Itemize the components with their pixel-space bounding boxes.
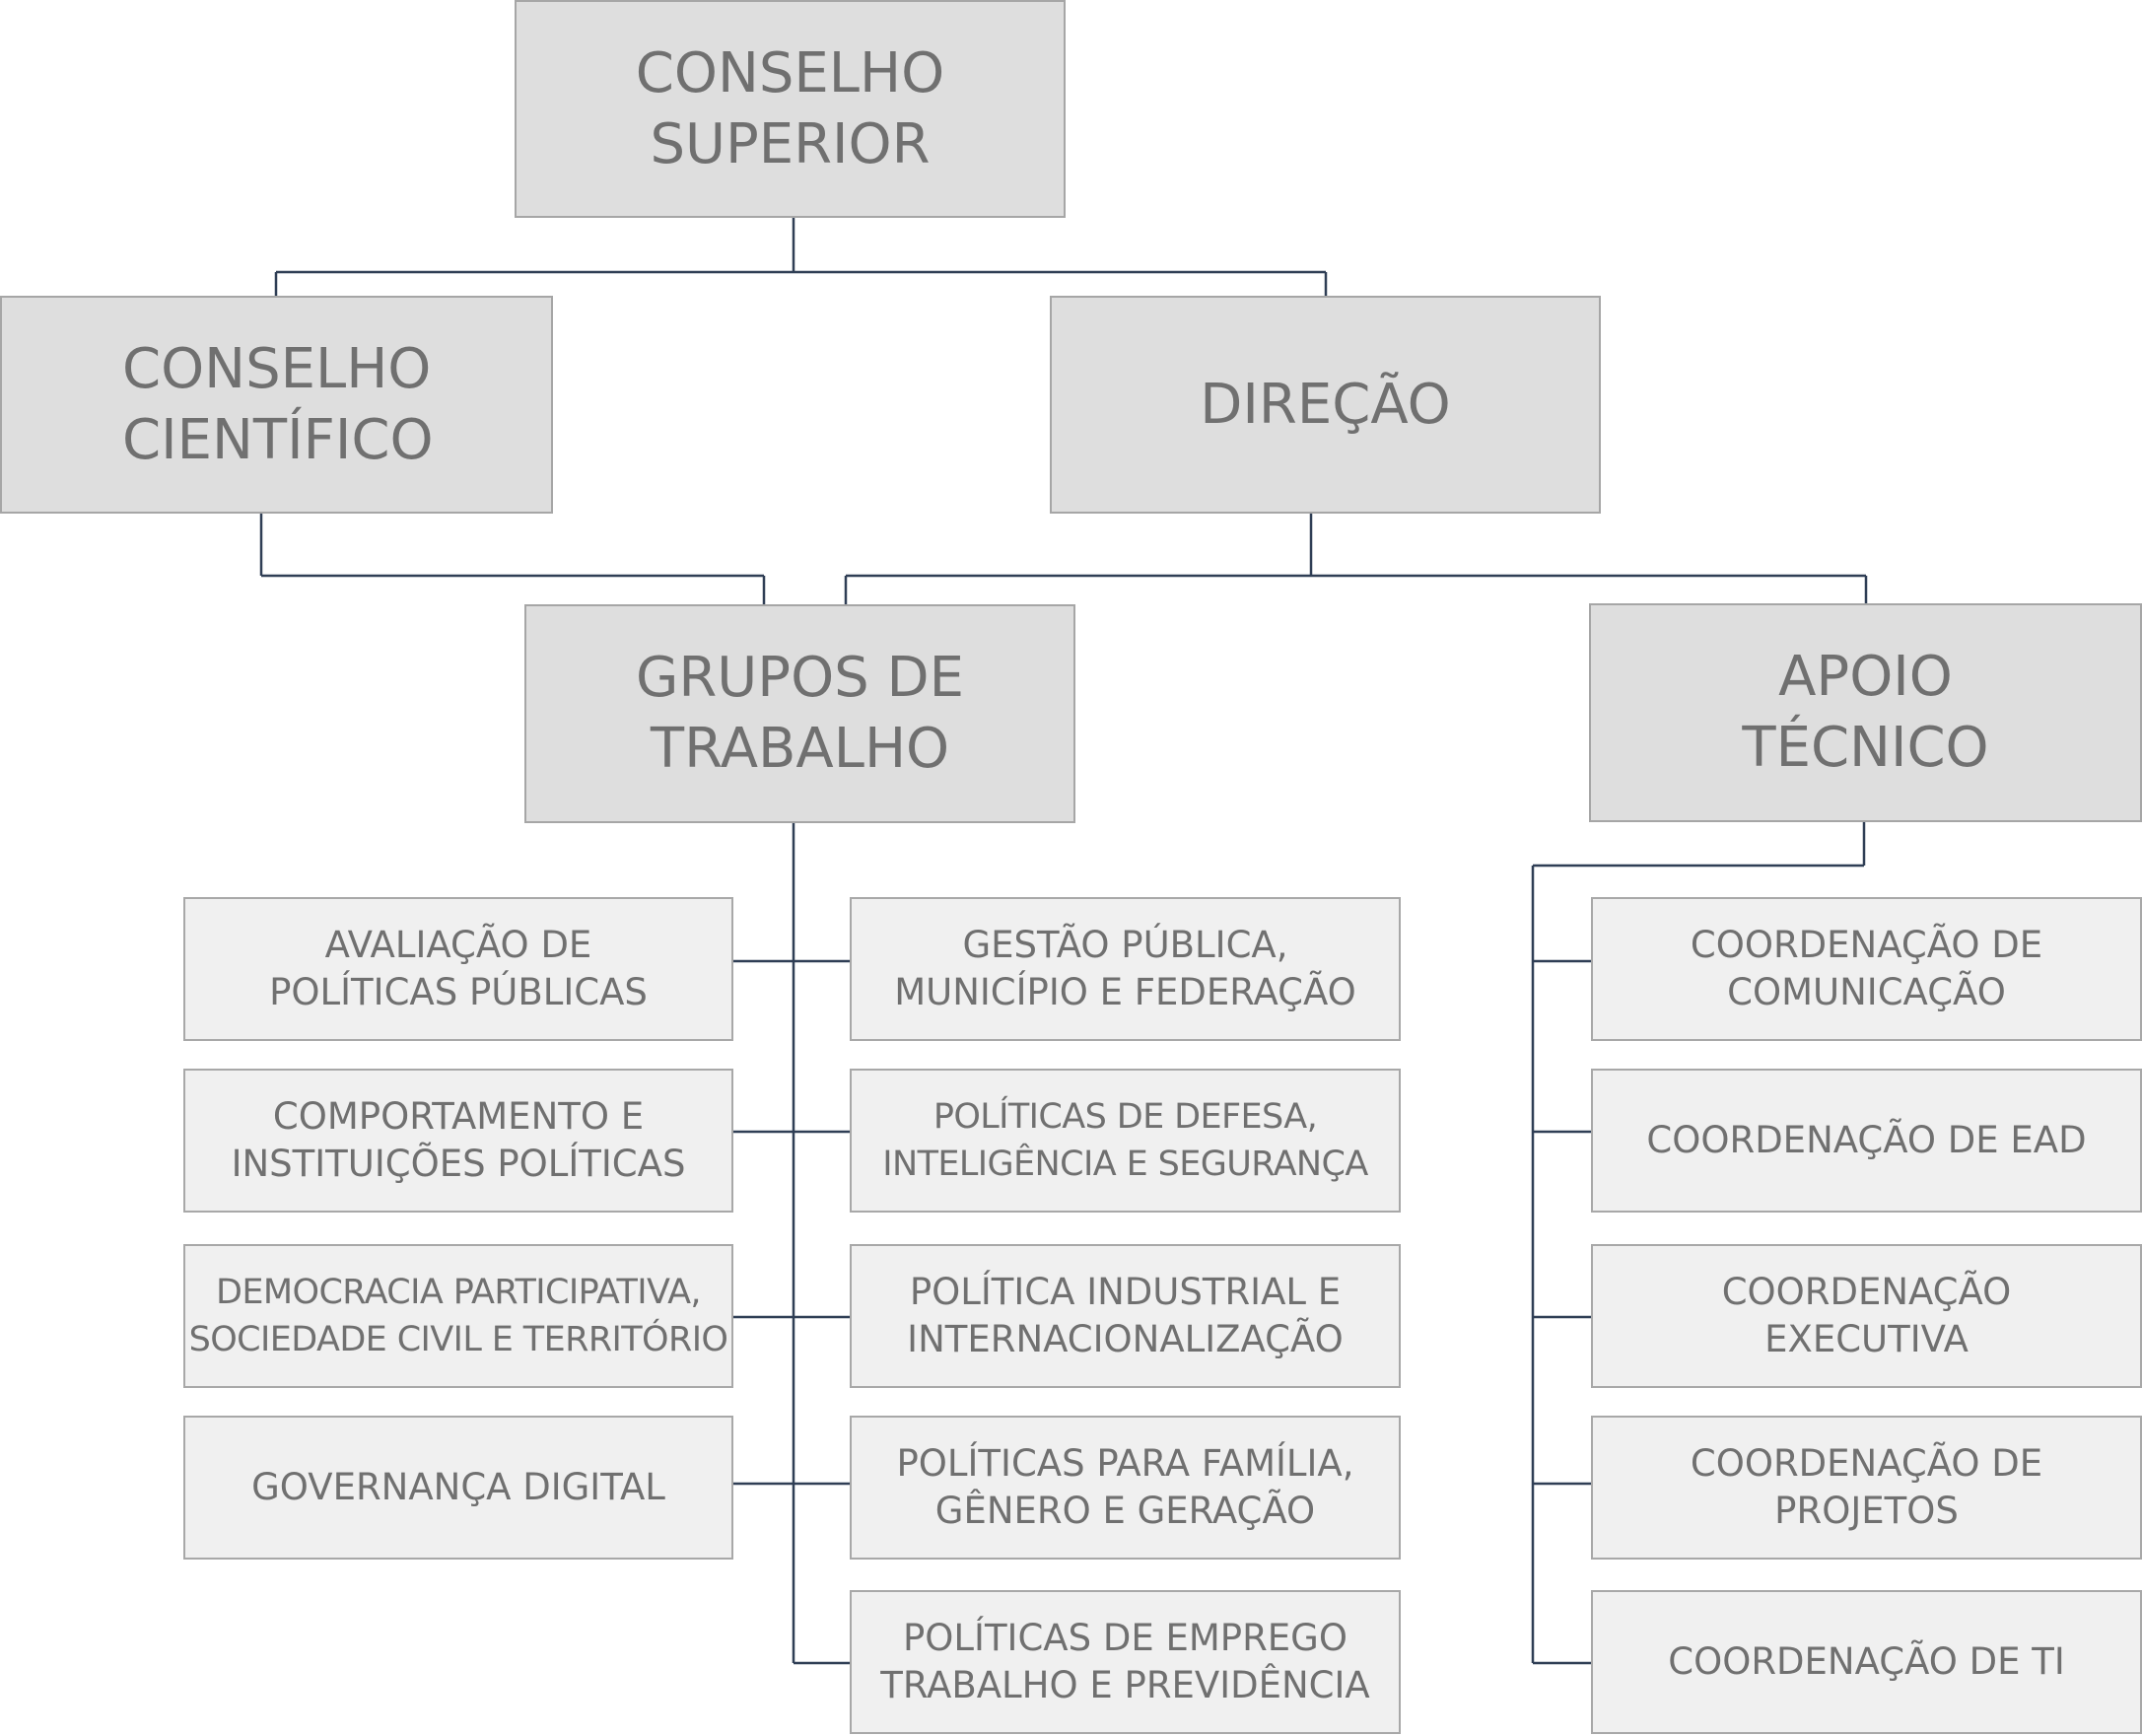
grupo-label: POLÍTICAS DE DEFESA, INTELIGÊNCIA E SEGU… [882,1097,1368,1184]
grupo-gestao-publica: GESTÃO PÚBLICA, MUNICÍPIO E FEDERAÇÃO [850,897,1401,1041]
node-conselho-superior: CONSELHO SUPERIOR [515,0,1066,218]
apoio-label: COORDENAÇÃO DE PROJETOS [1690,1442,2043,1532]
grupo-democracia-participativa: DEMOCRACIA PARTICIPATIVA, SOCIEDADE CIVI… [183,1244,733,1388]
apoio-label: COORDENAÇÃO EXECUTIVA [1721,1271,2012,1360]
apoio-coordenacao-ti: COORDENAÇÃO DE TI [1591,1590,2142,1734]
grupo-avaliacao-politicas-publicas: AVALIAÇÃO DE POLÍTICAS PÚBLICAS [183,897,733,1041]
apoio-coordenacao-comunicacao: COORDENAÇÃO DE COMUNICAÇÃO [1591,897,2142,1041]
grupo-politica-industrial: POLÍTICA INDUSTRIAL E INTERNACIONALIZAÇÃ… [850,1244,1401,1388]
grupo-label: POLÍTICAS PARA FAMÍLIA, GÊNERO E GERAÇÃO [896,1442,1354,1532]
apoio-coordenacao-executiva: COORDENAÇÃO EXECUTIVA [1591,1244,2142,1388]
apoio-coordenacao-ead: COORDENAÇÃO DE EAD [1591,1069,2142,1213]
node-label: APOIO TÉCNICO [1742,645,1989,780]
node-conselho-cientifico: CONSELHO CIENTÍFICO [0,296,553,514]
node-label: CONSELHO CIENTÍFICO [122,336,434,472]
grupo-label: DEMOCRACIA PARTICIPATIVA, SOCIEDADE CIVI… [188,1273,728,1359]
node-apoio-tecnico: APOIO TÉCNICO [1589,603,2142,822]
grupo-comportamento-instituicoes: COMPORTAMENTO E INSTITUIÇÕES POLÍTICAS [183,1069,733,1213]
grupo-label: POLÍTICAS DE EMPREGO TRABALHO E PREVIDÊN… [880,1617,1370,1706]
node-grupos-de-trabalho: GRUPOS DE TRABALHO [524,604,1075,823]
grupo-label: AVALIAÇÃO DE POLÍTICAS PÚBLICAS [269,924,648,1013]
apoio-label: COORDENAÇÃO DE TI [1668,1640,2065,1683]
grupo-governanca-digital: GOVERNANÇA DIGITAL [183,1416,733,1560]
grupo-label: GESTÃO PÚBLICA, MUNICÍPIO E FEDERAÇÃO [894,924,1356,1013]
grupo-politicas-defesa: POLÍTICAS DE DEFESA, INTELIGÊNCIA E SEGU… [850,1069,1401,1213]
node-label: DIREÇÃO [1200,372,1451,437]
grupo-label: GOVERNANÇA DIGITAL [251,1466,665,1508]
grupo-politicas-emprego: POLÍTICAS DE EMPREGO TRABALHO E PREVIDÊN… [850,1590,1401,1734]
apoio-label: COORDENAÇÃO DE COMUNICAÇÃO [1690,924,2043,1013]
grupo-label: POLÍTICA INDUSTRIAL E INTERNACIONALIZAÇÃ… [907,1271,1344,1360]
node-label: GRUPOS DE TRABALHO [636,646,964,781]
grupo-label: COMPORTAMENTO E INSTITUIÇÕES POLÍTICAS [231,1095,686,1185]
apoio-coordenacao-projetos: COORDENAÇÃO DE PROJETOS [1591,1416,2142,1560]
node-direcao: DIREÇÃO [1050,296,1601,514]
apoio-label: COORDENAÇÃO DE EAD [1646,1119,2087,1161]
node-label: CONSELHO SUPERIOR [635,40,945,176]
grupo-politicas-familia: POLÍTICAS PARA FAMÍLIA, GÊNERO E GERAÇÃO [850,1416,1401,1560]
